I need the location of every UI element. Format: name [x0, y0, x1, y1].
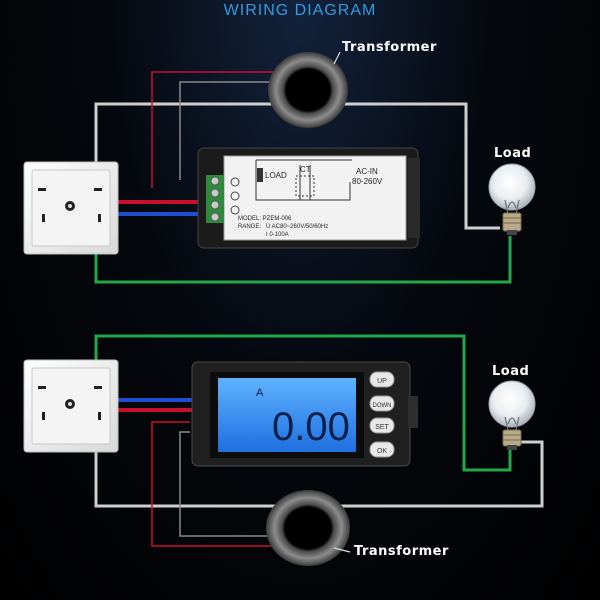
ct-lead-gray-bottom: [179, 431, 282, 537]
transformer-bottom-label: Transformer: [354, 544, 449, 559]
gray-wire-bottom: [94, 408, 544, 508]
ct-lead-gray-top: [179, 81, 282, 180]
load-bottom-label: Load: [492, 364, 530, 379]
svg-text:OK: OK: [377, 448, 387, 455]
meter-back-acin-label: AC-IN: [356, 167, 378, 176]
meter-back-load-label: LOAD: [265, 171, 287, 180]
ct-lead-red-top: [151, 71, 282, 188]
svg-text:SET: SET: [375, 424, 389, 431]
svg-text:UP: UP: [377, 378, 387, 385]
down-button[interactable]: DOWN: [369, 395, 395, 412]
wall-socket-top-icon: [23, 161, 119, 255]
meter-back-range-i: I 0-100A: [266, 232, 289, 238]
meter-back-panel: LOAD CT AC-IN 80-260V MODEL: PZEM-006 RA…: [197, 147, 420, 249]
diagram-title: WIRING DIAGRAM: [223, 2, 377, 19]
transformer-bottom-icon: [266, 490, 350, 566]
meter-back-acrange-label: 80-260V: [352, 177, 383, 186]
ok-button[interactable]: OK: [369, 441, 395, 458]
up-button[interactable]: UP: [369, 371, 395, 388]
transformer-top-pointer: [333, 51, 341, 65]
transformer-bottom-pointer: [333, 547, 351, 553]
meter-back-range-u: U AC80~260V/50/60Hz: [266, 224, 328, 230]
meter-front-panel: A 0.00 UP DOWN SET OK: [191, 361, 418, 467]
lcd-reading: 0.00: [272, 405, 350, 449]
meter-back-model: MODEL: PZEM-006: [238, 216, 292, 222]
load-top-label: Load: [494, 146, 532, 161]
light-bulb-top-icon: [488, 163, 536, 235]
gray-wire-top: [94, 102, 500, 230]
lcd-screen: [218, 378, 356, 452]
green-wire-bottom: [94, 334, 512, 472]
transformer-top-label: Transformer: [342, 40, 437, 55]
meter-back-range: RANGE:: [238, 224, 261, 230]
wall-socket-bottom-icon: [23, 359, 119, 453]
meter-back-ct-label: CT: [300, 165, 311, 174]
light-bulb-bottom-icon: [488, 380, 536, 450]
transformer-top-icon: [268, 52, 348, 128]
ct-lead-red-bottom: [151, 421, 282, 547]
lcd-unit: A: [256, 387, 264, 399]
svg-text:DOWN: DOWN: [373, 403, 392, 409]
set-button[interactable]: SET: [369, 417, 395, 434]
